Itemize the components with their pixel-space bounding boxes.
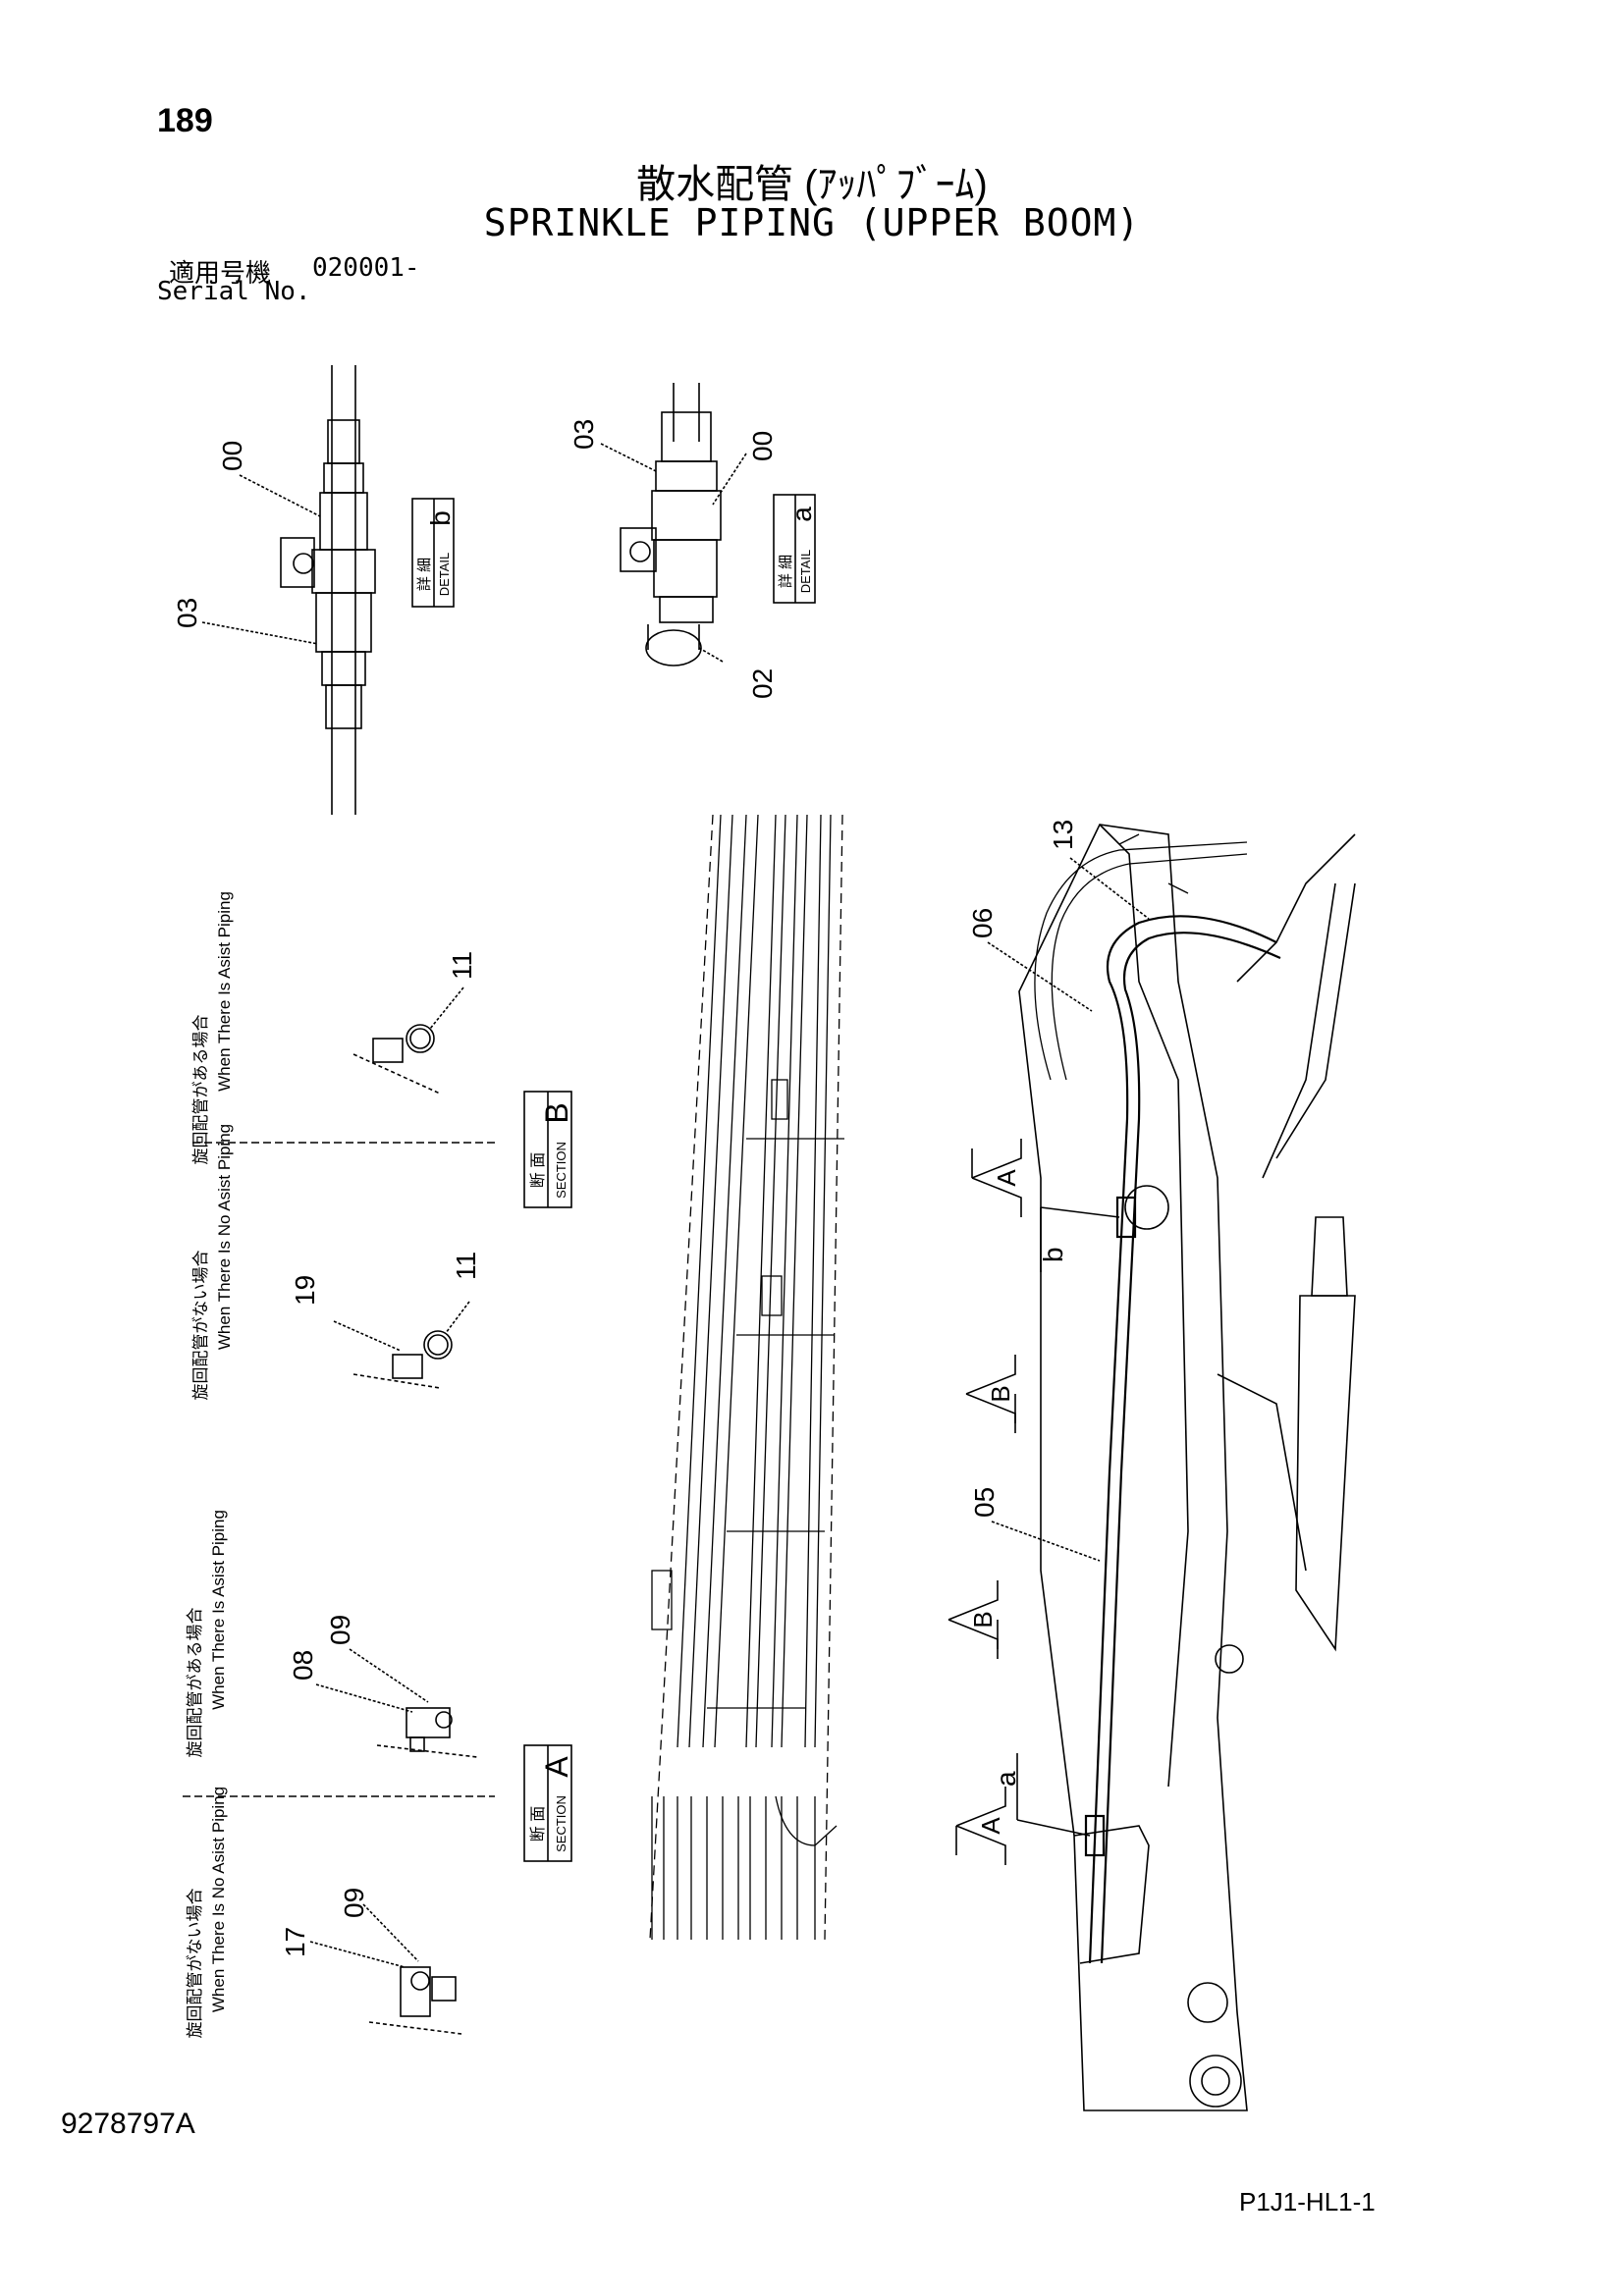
callout-03: 03 [568,419,599,450]
detail-a-letter: a [786,507,817,522]
variant-a-asist-jp: 旋回配管がある場合 [186,1608,204,1758]
section-a-label-en: SECTION [554,1795,568,1852]
callout-11: 11 [447,951,477,980]
callout-06: 06 [967,908,998,938]
variant-b-asist-en: When There Is Asist Piping [215,891,234,1092]
callout-00: 00 [747,431,778,461]
title-japanese: 散水配管 (ｱｯﾊﾟﾌﾞｰﾑ) [636,163,988,206]
section-b-label-en: SECTION [554,1142,568,1199]
section-marker-letter: B [986,1385,1015,1402]
detail-b-label-en: DETAIL [437,553,452,597]
variant-a-no-asist-en: When There Is No Asist Piping [209,1787,228,2012]
callout-17: 17 [280,1927,310,1957]
document-code: 9278797A [61,2108,195,2140]
detail-b-drawing [280,365,376,815]
section-b-letter: B [539,1102,574,1123]
detail-a-label-box: a 詳 細 DETAIL [773,494,817,604]
section-marker-a-upper: A [971,1139,1022,1217]
boom-side-view [1018,824,1356,2111]
sprinkle-hose [1084,915,1281,1964]
section-b-label-jp: 断 面 [529,1152,547,1188]
section-marker-letter: A [992,1169,1021,1187]
variant-b-no-asist-en: When There Is No Asist Piping [215,1124,234,1350]
detail-ref-a: a [991,1771,1021,1787]
detail-b-callouts: 00 03 [172,441,321,645]
detail-a-callouts: 03 00 02 [568,419,778,699]
callout-09: 09 [339,1888,369,1918]
variant-b-no-asist: 旋回配管がない場合 When There Is No Asist Piping … [191,1124,481,1401]
variant-a-asist: 旋回配管がある場合 When There Is Asist Piping 08 … [186,1510,478,1758]
section-a-letter: A [539,1756,574,1778]
boom-hydraulic-lines [1034,833,1248,1081]
detail-a-label-jp: 詳 細 [778,555,794,588]
variant-a-no-asist: 旋回配管がない場合 When There Is No Asist Piping … [186,1787,462,2039]
serial-label-japanese: 適用号機 [169,258,272,288]
page-number: 189 [157,102,213,139]
section-marker-letter: A [976,1817,1005,1835]
serial-value: 020001- [312,253,420,283]
boom-top-view [649,814,844,1941]
callout-11: 11 [451,1252,481,1280]
callout-13: 13 [1048,820,1078,850]
detail-ref-b: b [1038,1247,1068,1262]
section-a-label-box: A 断 面 SECTION [523,1744,574,1862]
callout-08: 08 [288,1650,318,1681]
section-marker-a-lower: A [955,1787,1006,1865]
detail-b-label-jp: 詳 細 [416,558,433,591]
detail-a-label-en: DETAIL [798,550,813,594]
main-view-detail-refs: b a [991,1206,1120,1837]
serial-label-english: Serial No. [157,277,311,306]
callout-03: 03 [172,598,202,628]
variant-a-no-asist-jp: 旋回配管がない場合 [186,1889,204,2039]
callout-02: 02 [747,668,778,699]
detail-a-drawing [620,383,722,667]
detail-b-letter: b [425,510,456,526]
variant-b-asist-jp: 旋回配管がある場合 [191,1015,210,1165]
callout-00: 00 [217,441,247,471]
main-view-callouts: 13 06 05 [967,820,1150,1562]
section-b-label-box: B 断 面 SECTION [523,1091,574,1208]
callout-09: 09 [325,1615,355,1645]
variant-a-asist-en: When There Is Asist Piping [209,1510,228,1710]
detail-b-label-box: b 詳 細 DETAIL [411,498,456,608]
section-marker-letter: B [968,1611,998,1628]
callout-19: 19 [290,1275,320,1306]
callout-05: 05 [969,1487,1000,1518]
title-english: SPRINKLE PIPING (UPPER BOOM) [483,201,1141,244]
variant-b-asist: 旋回配管がある場合 When There Is Asist Piping 11 [191,891,477,1164]
page-code: P1J1-HL1-1 [1239,2187,1376,2216]
section-a-label-jp: 断 面 [529,1806,547,1842]
section-marker-b-upper: B [965,1355,1016,1433]
variant-b-no-asist-jp: 旋回配管がない場合 [191,1251,210,1401]
section-marker-b-lower: B [947,1580,999,1659]
